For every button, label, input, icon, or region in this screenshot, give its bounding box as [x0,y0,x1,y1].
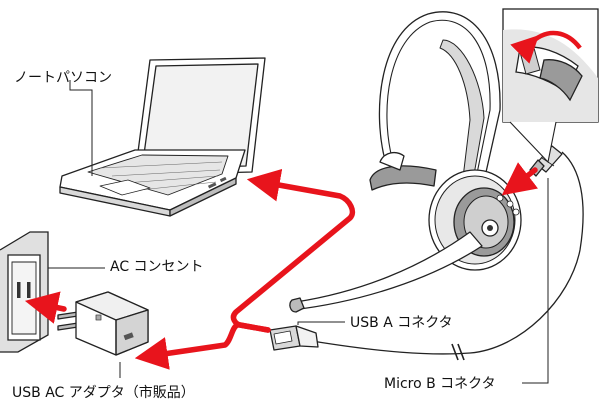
leader-lines [47,80,549,384]
laptop-label: ノートパソコン [14,70,112,86]
usb-a-plug-icon [269,325,319,351]
usb-ac-adapter-icon [57,291,149,356]
rotate-arrow-icon [510,30,582,64]
connection-arrows [24,162,538,370]
usb-cable [311,151,584,361]
headset-icon [289,11,522,313]
ac-outlet-label: AC コンセント [110,259,204,275]
wall-outlet-icon [0,231,49,353]
usb-ac-adapter-label: USB AC アダプタ（市販品） [12,384,195,401]
laptop-icon [59,57,266,217]
micro-b-connector-label: Micro B コネクタ [384,376,496,392]
usb-a-connector-label: USB A コネクタ [350,315,453,331]
